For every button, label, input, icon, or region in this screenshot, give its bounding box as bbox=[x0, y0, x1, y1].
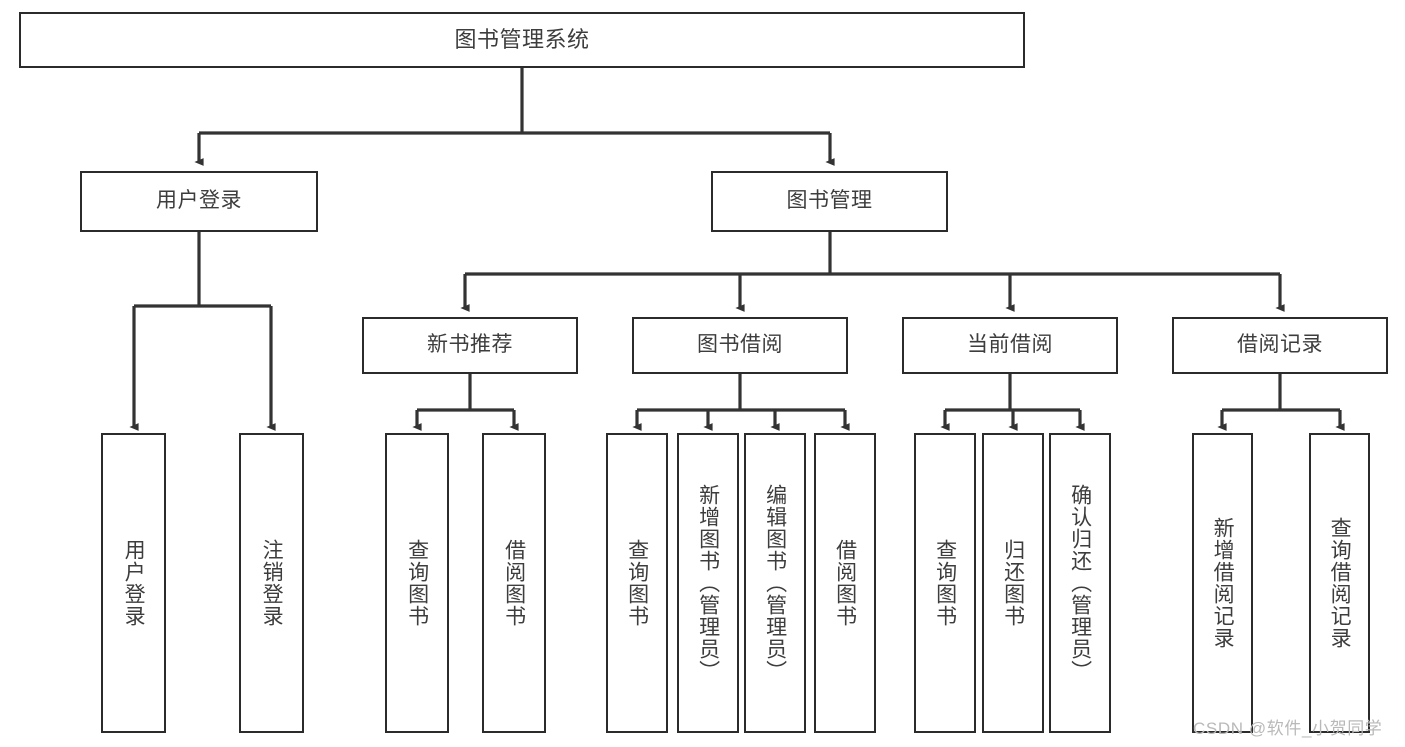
leaf-current-borrow-return[interactable]: 归还图书 bbox=[982, 433, 1044, 733]
leaf-book-borrow-edit[interactable]: 编辑图书（管理员） bbox=[744, 433, 806, 733]
watermark-text: CSDN @软件_小贺同学 bbox=[1193, 719, 1383, 738]
node-label: 查询图书 bbox=[625, 539, 649, 627]
leaf-current-borrow-confirm-return[interactable]: 确认归还（管理员） bbox=[1049, 433, 1111, 733]
node-root-system[interactable]: 图书管理系统 bbox=[19, 12, 1025, 68]
node-label: 当前借阅 bbox=[967, 333, 1053, 357]
leaf-user-login-logout[interactable]: 注销登录 bbox=[239, 433, 304, 733]
leaf-book-borrow-borrow[interactable]: 借阅图书 bbox=[814, 433, 876, 733]
node-label: 新书推荐 bbox=[427, 333, 513, 357]
node-label: 新增图书（管理员） bbox=[696, 484, 720, 682]
node-book-borrow[interactable]: 图书借阅 bbox=[632, 317, 848, 374]
node-new-book-recommend[interactable]: 新书推荐 bbox=[362, 317, 578, 374]
node-label: 查询借阅记录 bbox=[1328, 517, 1352, 649]
node-label: 用户登录 bbox=[156, 189, 242, 213]
leaf-borrow-record-add[interactable]: 新增借阅记录 bbox=[1192, 433, 1253, 733]
node-label: 用户登录 bbox=[122, 539, 146, 627]
node-label: 图书管理 bbox=[786, 189, 873, 213]
leaf-new-book-query[interactable]: 查询图书 bbox=[385, 433, 449, 733]
node-label: 借阅记录 bbox=[1237, 333, 1323, 357]
leaf-book-borrow-add[interactable]: 新增图书（管理员） bbox=[677, 433, 739, 733]
node-label: 注销登录 bbox=[260, 539, 284, 627]
node-book-management[interactable]: 图书管理 bbox=[711, 171, 948, 232]
node-label: 图书借阅 bbox=[697, 333, 783, 357]
node-label: 查询图书 bbox=[933, 539, 957, 627]
node-label: 借阅图书 bbox=[502, 539, 526, 627]
node-label: 图书管理系统 bbox=[454, 27, 590, 53]
node-label: 借阅图书 bbox=[833, 539, 857, 627]
node-current-borrow[interactable]: 当前借阅 bbox=[902, 317, 1118, 374]
node-label: 归还图书 bbox=[1001, 539, 1025, 627]
node-label: 确认归还（管理员） bbox=[1068, 484, 1092, 682]
node-label: 新增借阅记录 bbox=[1211, 517, 1235, 649]
node-label: 查询图书 bbox=[405, 539, 429, 627]
node-label: 编辑图书（管理员） bbox=[763, 484, 787, 682]
node-borrow-record[interactable]: 借阅记录 bbox=[1172, 317, 1388, 374]
leaf-borrow-record-query[interactable]: 查询借阅记录 bbox=[1309, 433, 1370, 733]
leaf-new-book-borrow[interactable]: 借阅图书 bbox=[482, 433, 546, 733]
leaf-book-borrow-query[interactable]: 查询图书 bbox=[606, 433, 668, 733]
node-user-login[interactable]: 用户登录 bbox=[80, 171, 318, 232]
leaf-current-borrow-query[interactable]: 查询图书 bbox=[914, 433, 976, 733]
leaf-user-login-login[interactable]: 用户登录 bbox=[101, 433, 166, 733]
